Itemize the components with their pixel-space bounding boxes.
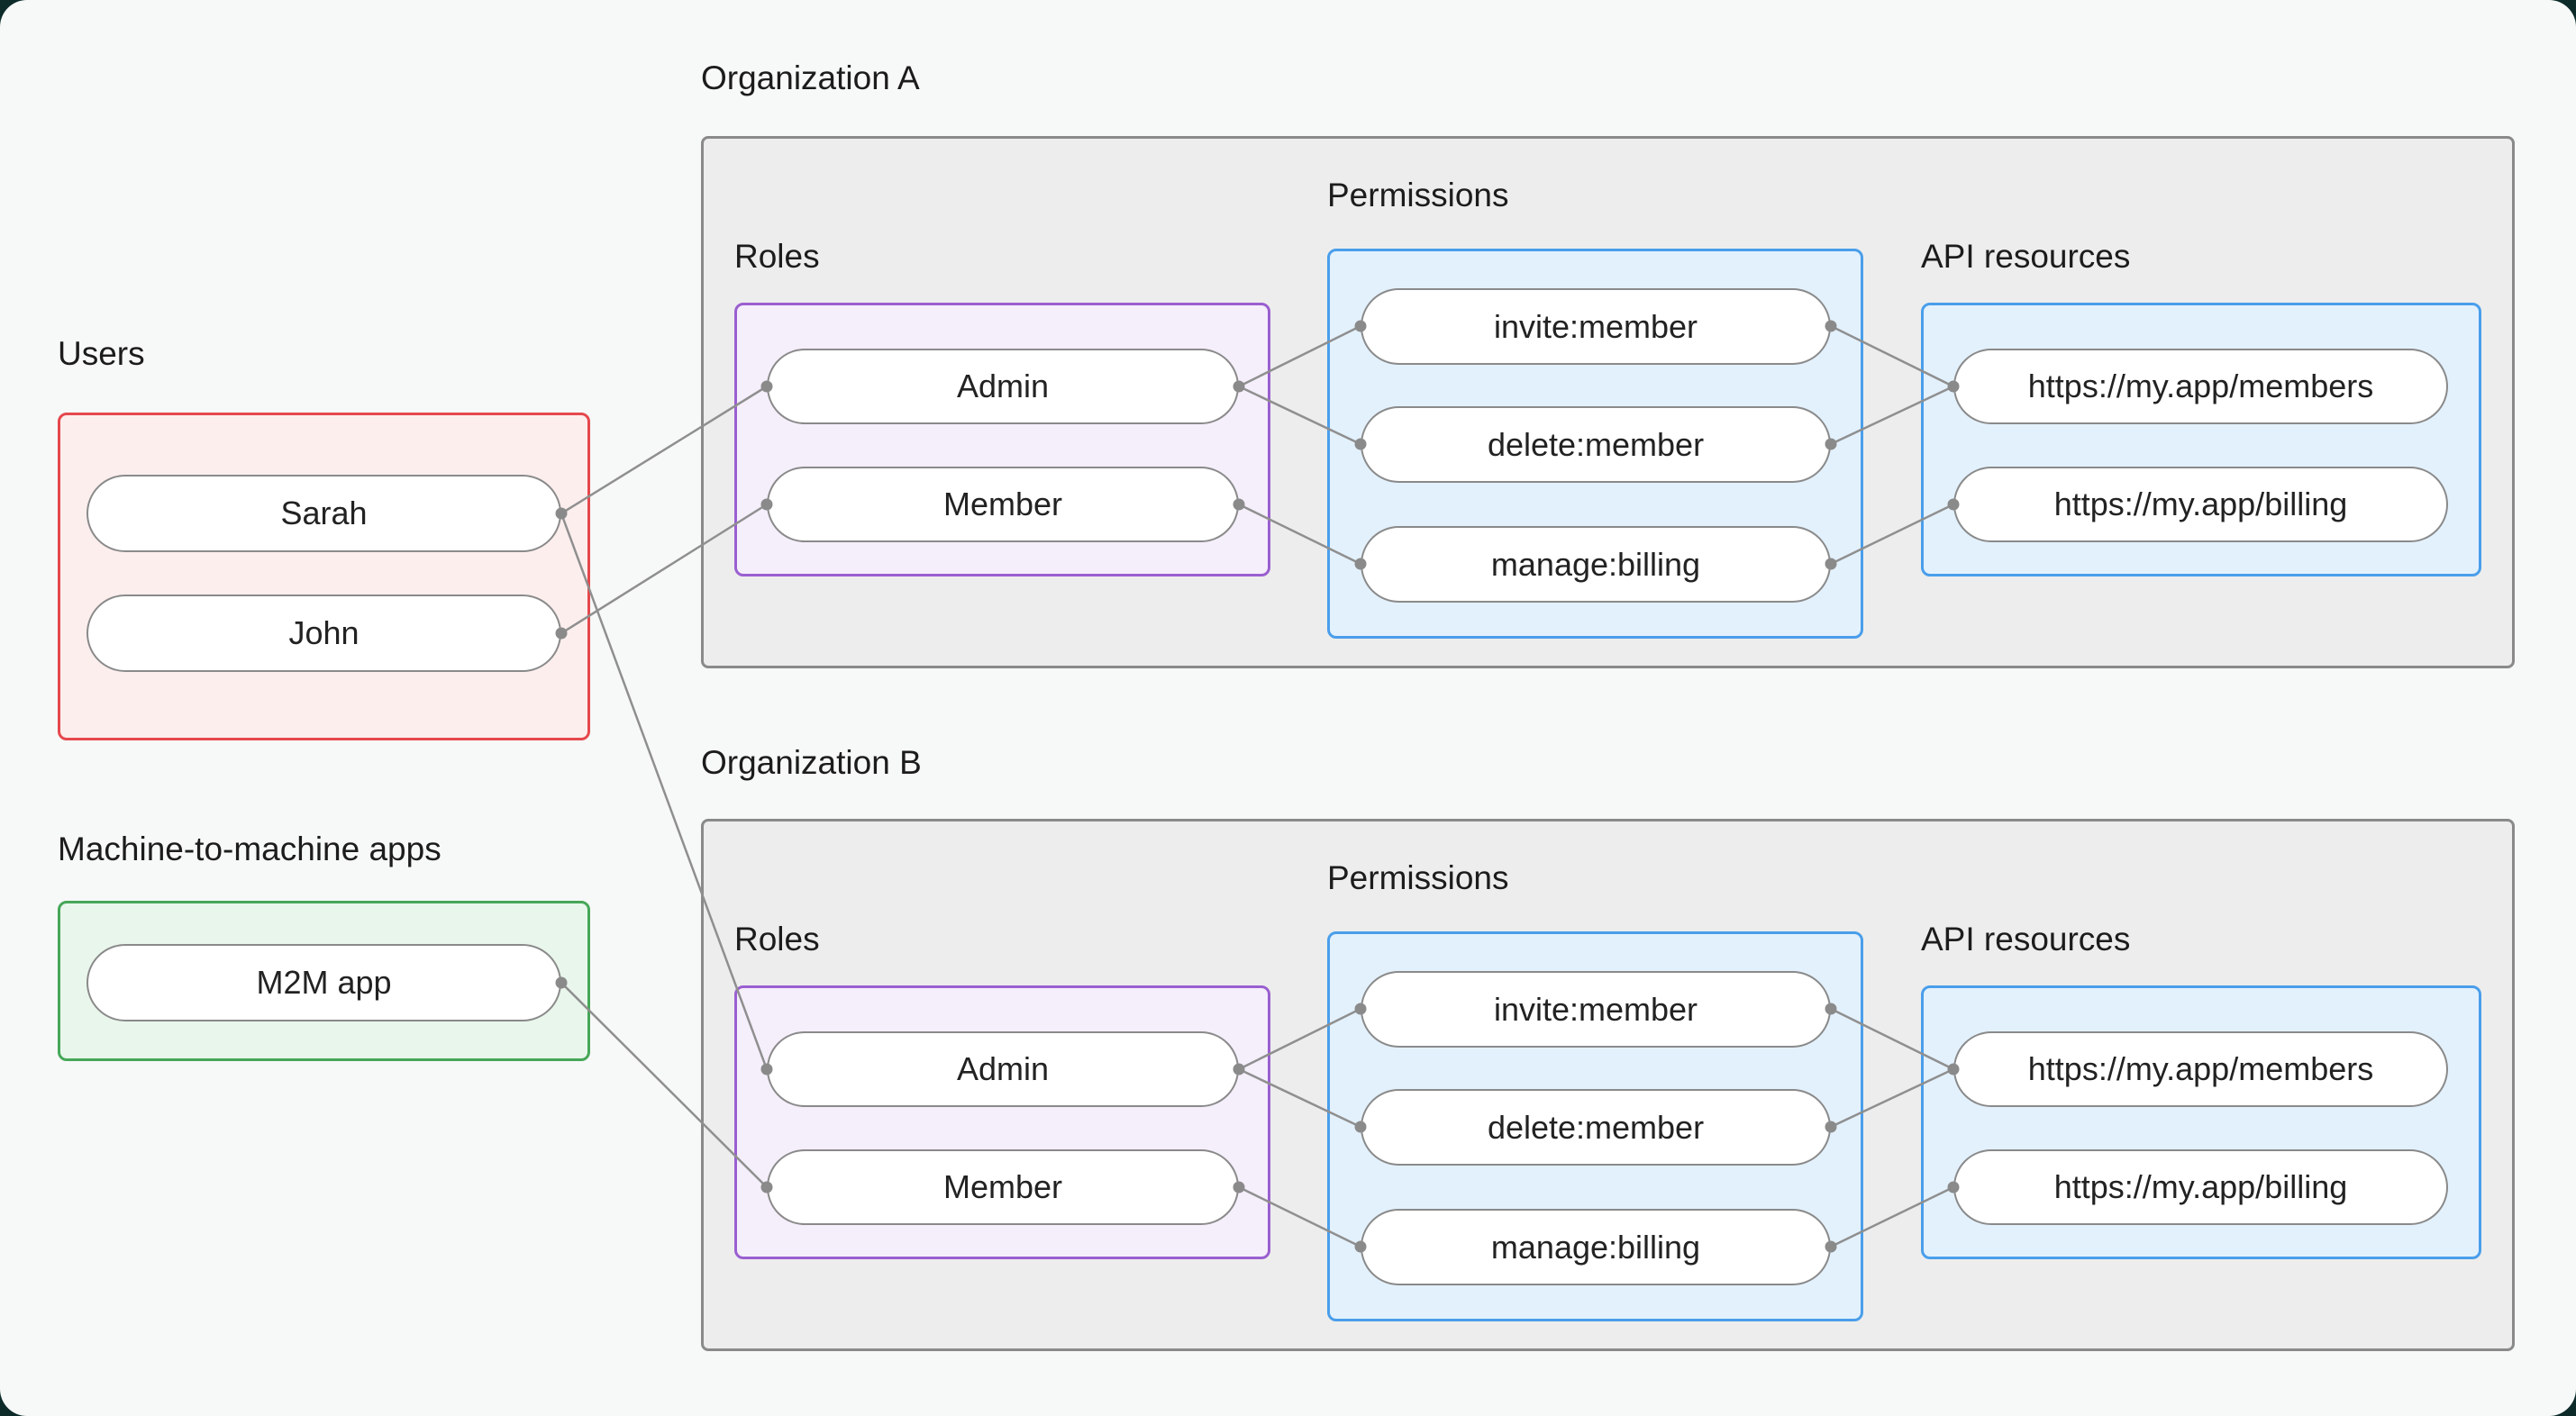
org-a-label: Organization A xyxy=(701,59,920,96)
org-a-role-admin: Admin xyxy=(767,349,1239,424)
org-a-api-members: https://my.app/members xyxy=(1953,349,2448,424)
org-b-api-billing: https://my.app/billing xyxy=(1953,1149,2448,1225)
org-b-role-admin: Admin xyxy=(767,1031,1239,1107)
org-a-api-billing: https://my.app/billing xyxy=(1953,467,2448,542)
org-a-role-member: Member xyxy=(767,467,1239,542)
user-node-sarah: Sarah xyxy=(86,475,561,552)
org-a-roles-label: Roles xyxy=(734,238,820,275)
org-b-permission-manage-billing: manage:billing xyxy=(1361,1209,1831,1285)
org-b-api-resources-label: API resources xyxy=(1921,921,2131,958)
users-section-label: Users xyxy=(58,335,145,372)
org-b-api-members: https://my.app/members xyxy=(1953,1031,2448,1107)
user-node-john: John xyxy=(86,595,561,672)
org-b-permissions-label: Permissions xyxy=(1327,859,1509,896)
org-a-permissions-label: Permissions xyxy=(1327,177,1509,213)
org-a-permission-invite-member: invite:member xyxy=(1361,288,1831,365)
org-a-permission-delete-member: delete:member xyxy=(1361,406,1831,483)
org-a-permission-manage-billing: manage:billing xyxy=(1361,526,1831,603)
m2m-section-label: Machine-to-machine apps xyxy=(58,831,441,867)
m2m-app-node: M2M app xyxy=(86,944,561,1021)
users-group-box xyxy=(58,413,590,740)
org-a-api-resources-label: API resources xyxy=(1921,238,2131,275)
org-b-permission-delete-member: delete:member xyxy=(1361,1089,1831,1166)
org-b-permission-invite-member: invite:member xyxy=(1361,971,1831,1048)
org-b-roles-label: Roles xyxy=(734,921,820,958)
org-b-role-member: Member xyxy=(767,1149,1239,1225)
org-b-label: Organization B xyxy=(701,744,922,781)
